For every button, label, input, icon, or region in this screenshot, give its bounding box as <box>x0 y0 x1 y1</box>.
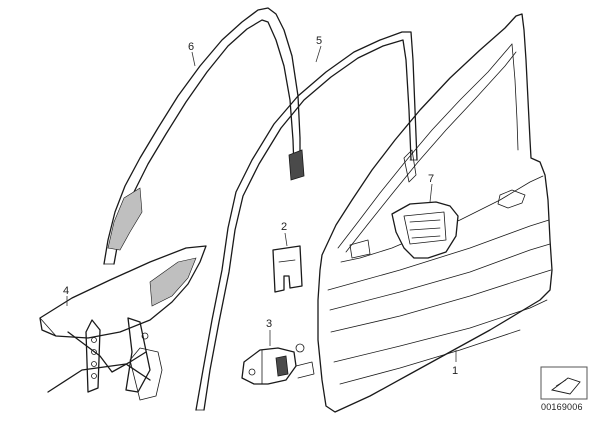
callout-6: 6 <box>188 41 194 53</box>
callout-3: 3 <box>266 318 272 330</box>
door-hinge[interactable] <box>241 343 315 385</box>
mirror-cover[interactable] <box>391 201 459 259</box>
callout-1: 1 <box>452 365 458 377</box>
window-channel-trim[interactable] <box>103 7 305 265</box>
mounting-plate[interactable] <box>272 245 303 293</box>
callout-7: 7 <box>428 173 434 185</box>
callout-4: 4 <box>63 285 69 297</box>
diagram-id: 00169006 <box>541 402 583 412</box>
window-regulator[interactable] <box>39 245 207 401</box>
catalog-sheet-icon <box>540 366 588 400</box>
callout-2: 2 <box>281 221 287 233</box>
callout-5: 5 <box>316 35 322 47</box>
